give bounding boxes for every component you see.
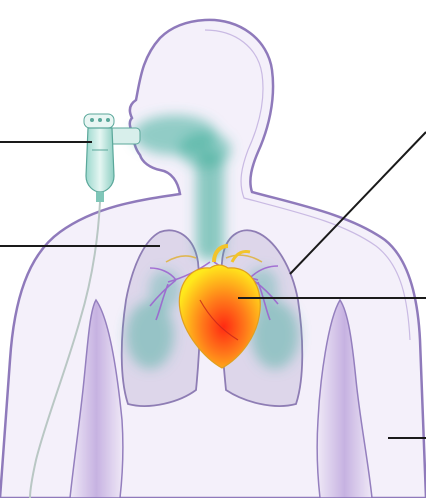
- medical-illustration: [0, 0, 426, 498]
- inhalation-diagram: [0, 0, 426, 498]
